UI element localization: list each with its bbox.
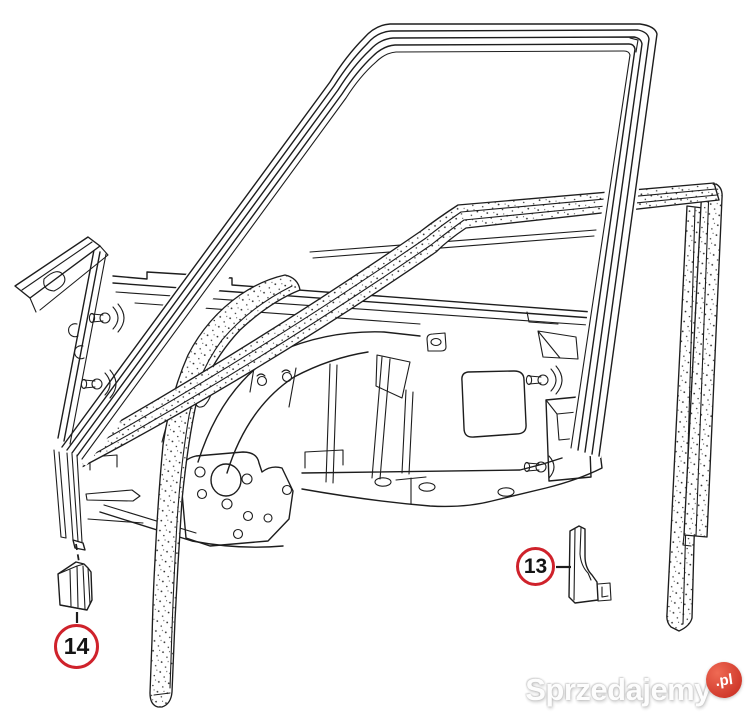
- callout-14-number: 14: [63, 633, 90, 659]
- callout-14: 14: [54, 624, 99, 669]
- pillar-bolt: [88, 303, 125, 333]
- watermark-brand: Sprzedajemy: [525, 672, 711, 707]
- part-13-shape: [568, 525, 612, 604]
- spring-clip: [74, 345, 85, 360]
- spring-clip: [68, 323, 79, 338]
- callout-13-number: 13: [523, 554, 548, 578]
- window-frame: [14, 22, 660, 551]
- watermark: Sprzedajemy .pl: [525, 659, 745, 710]
- stud-bolt: [523, 455, 555, 479]
- callout-leaders: [75, 543, 571, 623]
- callout-13: 13: [516, 547, 555, 586]
- stud-bolt: [525, 365, 563, 395]
- watermark-suffix: .pl: [714, 670, 734, 690]
- seal-strip-right-inner: [666, 205, 704, 632]
- door-aperture-seal: [63, 182, 720, 469]
- part-14-shape: [57, 561, 93, 611]
- glass-run-channel-strip: [149, 274, 301, 708]
- seal-strip-right-outer: [682, 183, 723, 547]
- pillar-bolt: [80, 369, 117, 399]
- seal-strips: [63, 182, 723, 708]
